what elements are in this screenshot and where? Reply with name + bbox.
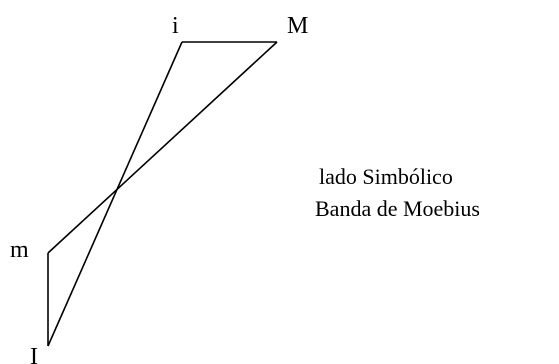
caption-lado-simbolico: lado Simbólico — [319, 164, 453, 189]
vertex-label-i: i — [172, 13, 179, 39]
vertex-label-m: m — [10, 237, 29, 263]
vertex-label-I: I — [30, 344, 38, 364]
caption-banda-de-moebius: Banda de Moebius — [315, 196, 480, 221]
edge-I-i — [47, 41, 183, 347]
edge-M-m — [47, 41, 278, 254]
vertex-label-M: M — [287, 13, 308, 39]
